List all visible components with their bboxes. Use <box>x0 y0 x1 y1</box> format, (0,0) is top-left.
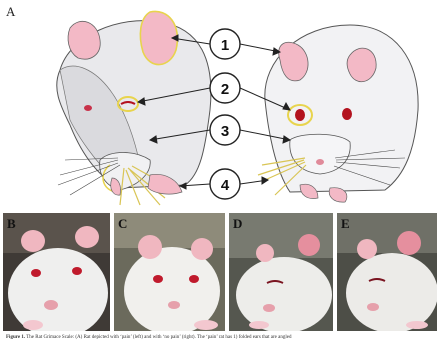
svg-text:4: 4 <box>221 177 230 194</box>
figure-caption: Figure 1. The Rat Grimace Scale: (A) Rat… <box>6 334 436 341</box>
rat-photo-d <box>229 213 333 331</box>
panel-a-illustration: A <box>0 0 440 210</box>
callout-4: 4 <box>210 169 240 199</box>
caption-figure-number: Figure 1. <box>6 335 25 340</box>
caption-text: The Rat Grimace Scale: (A) Rat depicted … <box>25 335 291 340</box>
photo-panel-d: D <box>229 213 333 331</box>
photo-c-label: C <box>118 216 127 232</box>
svg-text:1: 1 <box>221 37 229 54</box>
rat-illustration: 1 2 3 4 <box>0 0 440 210</box>
callout-2: 2 <box>210 73 240 103</box>
callout-1: 1 <box>210 29 240 59</box>
photo-panel-c: C <box>114 213 225 331</box>
callout-3: 3 <box>210 115 240 145</box>
svg-text:3: 3 <box>221 123 229 140</box>
photo-e-label: E <box>341 216 350 232</box>
no-pain-rat-drawing <box>258 25 418 202</box>
rat-photo-c <box>114 213 225 331</box>
svg-text:2: 2 <box>221 81 229 98</box>
photo-panel-e: E <box>337 213 437 331</box>
rat-photo-b <box>3 213 110 331</box>
panel-a-label: A <box>6 4 15 20</box>
rat-photo-e <box>337 213 437 331</box>
photo-b-label: B <box>7 216 16 232</box>
photo-d-label: D <box>233 216 242 232</box>
photo-panel-b: B <box>3 213 110 331</box>
